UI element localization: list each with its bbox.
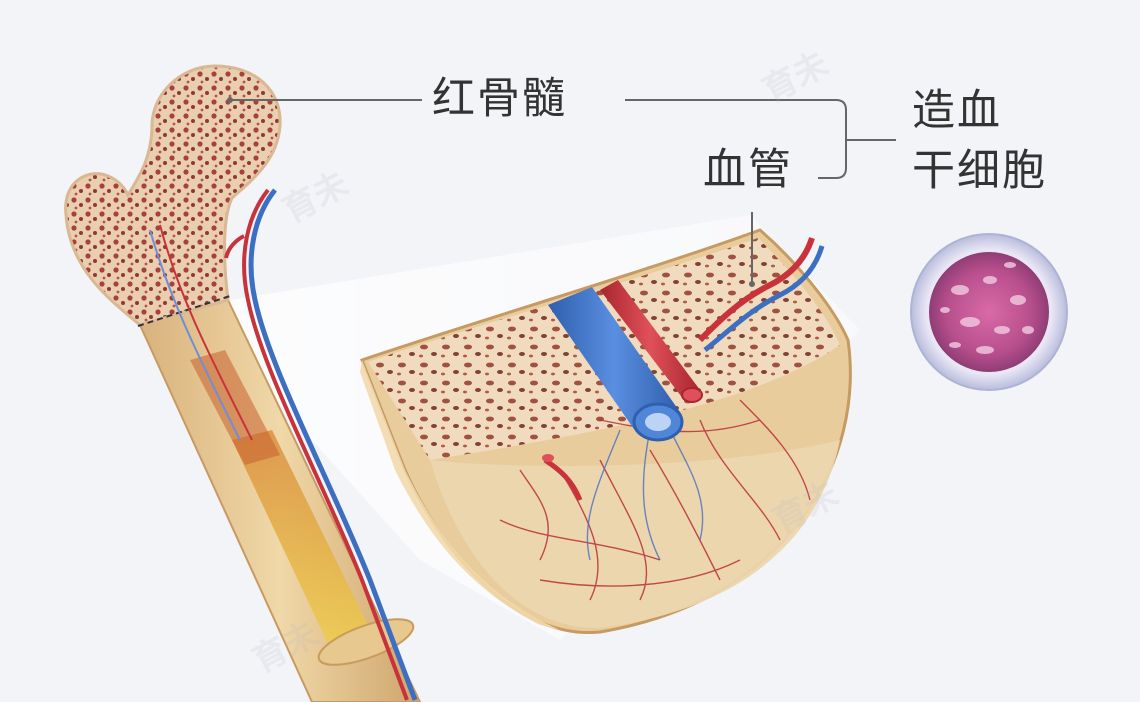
stem-cell-illustration [910,233,1068,391]
label-stem-cell-line1: 造血 [912,86,1002,136]
label-blood-vessel: 血管 [703,145,793,195]
cross-section [360,228,852,635]
external-vessels [224,188,418,701]
leader-lines [227,97,896,287]
label-red-marrow: 红骨髓 [432,74,567,124]
label-hematopoietic-stem-cell: 造血 干细胞 [912,86,1047,197]
capillary-network [499,399,811,601]
label-stem-cell-line2: 干细胞 [912,145,1047,196]
